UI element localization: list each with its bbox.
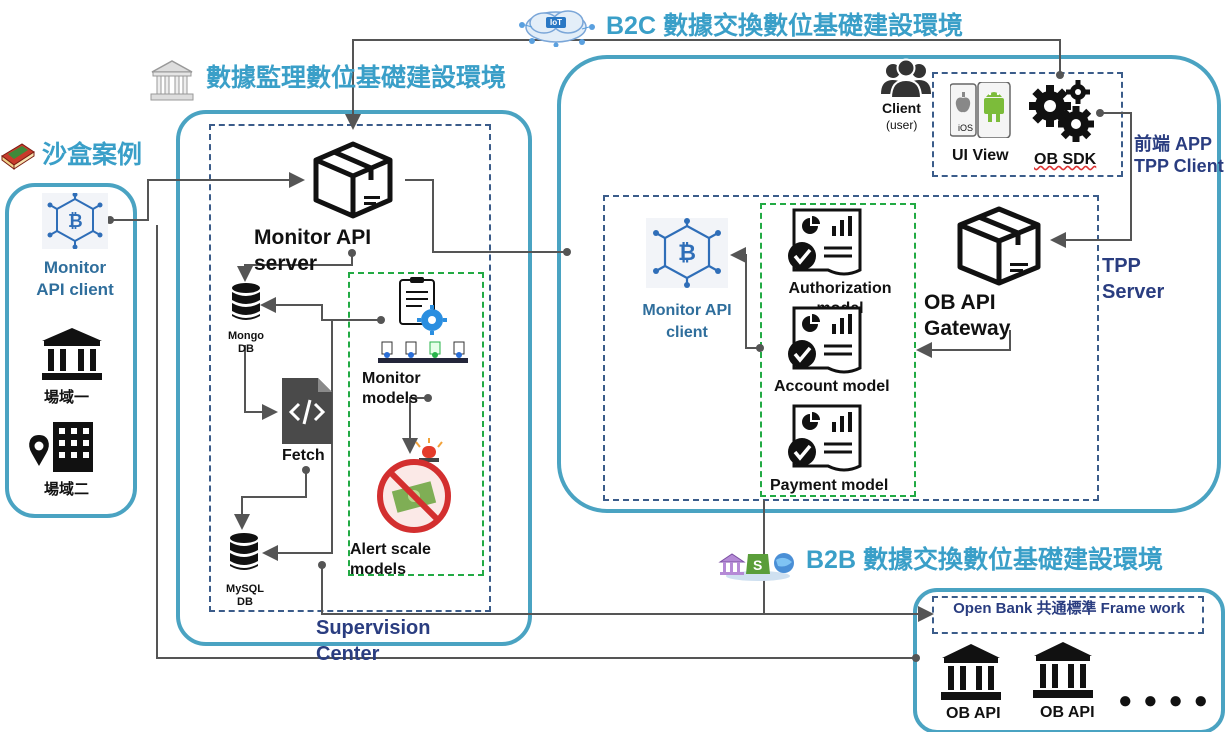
monitor-models-label: Monitor models	[362, 370, 421, 407]
monitor-report-gear-icon	[398, 276, 448, 338]
monitor-api-server-label: Monitor API server	[254, 226, 372, 275]
b2c-monitor-client-label: Monitor API client	[642, 302, 732, 341]
alert-siren-prohibit-icon	[372, 438, 462, 534]
account-model-label: Account model	[774, 378, 890, 395]
site1-label: 場域一	[44, 389, 90, 406]
svg-text:₿: ₿	[68, 211, 83, 231]
framework-label: Open Bank 共通標準 Frame work	[953, 600, 1185, 617]
front-app-tpp-client-label: 前端 APP TPP Client	[1134, 134, 1224, 176]
payment-doc-icon	[784, 404, 864, 474]
more-dots: ● ● ● ●	[1118, 687, 1210, 714]
blockchain-icon: ₿	[42, 192, 108, 250]
sandbox-box	[5, 183, 137, 518]
code-file-icon	[280, 376, 334, 446]
blockchain-icon-b2c: ₿	[646, 218, 728, 288]
iot-cloud-icon: IoT	[512, 5, 600, 48]
government-building-icon	[148, 58, 196, 102]
client-label: Client	[882, 100, 921, 116]
ob-api-bank-icon-1	[938, 642, 1004, 702]
ob-sdk-label: OB SDK	[1034, 151, 1097, 168]
mobile-os-icons	[949, 81, 1012, 139]
ob-api-label-1: OB API	[946, 705, 1001, 722]
account-doc-icon	[784, 306, 864, 376]
payment-model-label: Payment model	[770, 477, 889, 494]
mysql-db-label: MySQL DB	[226, 583, 264, 608]
ob-api-gateway-label: OB API Gateway	[924, 291, 1011, 340]
mongo-db-label: Mongo DB	[227, 330, 265, 355]
sandbox-title: 沙盒案例	[42, 141, 143, 169]
location-building-icon	[25, 418, 97, 474]
gateway-box-icon	[956, 205, 1042, 287]
svg-text:S: S	[753, 557, 762, 573]
mongo-db-icon	[230, 282, 262, 322]
ob-api-label-2: OB API	[1040, 704, 1095, 721]
b2b-title: B2B 數據交換數位基礎建設環境	[806, 546, 1163, 574]
ios-label: iOS	[958, 123, 974, 133]
alert-scale-models-label: Alert scale models	[350, 541, 431, 578]
supervision-env-title: 數據監理數位基礎建設環境	[206, 64, 507, 92]
server-box-icon	[312, 140, 394, 220]
users-group-icon	[880, 58, 932, 99]
authorization-doc-icon	[784, 208, 864, 278]
iot-label: IoT	[550, 18, 562, 27]
sandbox-client-label: Monitor API client	[36, 258, 114, 299]
mysql-db-icon	[228, 532, 260, 572]
tpp-server-label: TPP Server	[1102, 255, 1165, 303]
b2b-icons: S	[716, 546, 800, 582]
client-user-label: (user)	[886, 118, 918, 132]
gears-icon	[1028, 78, 1098, 144]
svg-text:₿: ₿	[678, 240, 696, 265]
b2c-title: B2C 數據交換數位基礎建設環境	[606, 12, 963, 40]
sandbox-book-icon	[0, 138, 36, 170]
fetch-label: Fetch	[282, 447, 325, 464]
ui-view-label: UI View	[952, 147, 1009, 164]
ob-api-bank-icon-2	[1030, 640, 1096, 700]
site2-label: 場域二	[44, 481, 90, 498]
supervision-center-label: Supervision Center	[316, 617, 431, 665]
monitor-instances-icon	[378, 338, 468, 364]
bank-icon-site1	[38, 325, 106, 383]
